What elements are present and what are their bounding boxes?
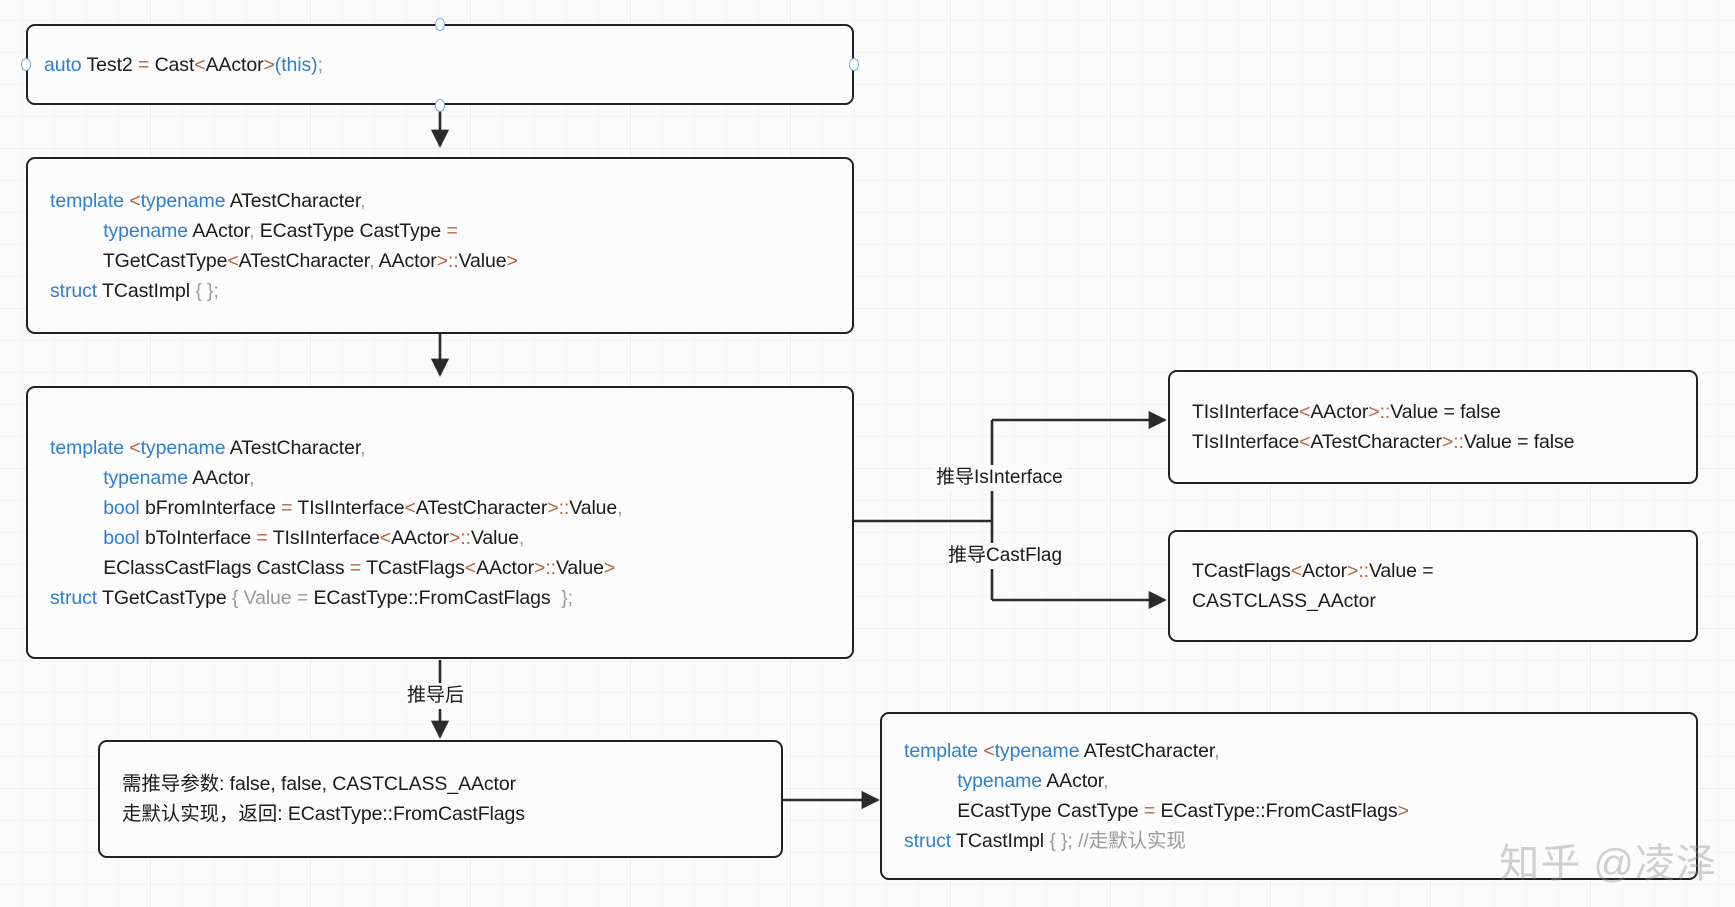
connection-handle-bottom[interactable] (435, 99, 445, 112)
connection-handle-left[interactable] (21, 58, 31, 71)
connection-handle-top[interactable] (435, 18, 445, 31)
code-line: template <typename ATestCharacter, (904, 740, 1220, 762)
code-line: 需推导参数: false, false, CASTCLASS_AActor (122, 773, 517, 795)
edge-label-isinterface: 推导IsInterface (932, 465, 1067, 491)
code-line: auto Test2 = Cast<AActor>(this); (44, 53, 323, 76)
code-line: 走默认实现，返回: ECastType::FromCastFlags (122, 803, 525, 825)
code-line: struct TCastImpl { }; //走默认实现 (904, 830, 1186, 852)
code-line: CASTCLASS_AActor (1192, 590, 1376, 612)
castflags-result-box[interactable]: TCastFlags<Actor>::Value = CASTCLASS_AAc… (1168, 530, 1698, 642)
code-line: TGetCastType<ATestCharacter, AActor>::Va… (102, 249, 518, 272)
code-line: template <typename ATestCharacter, (50, 189, 366, 212)
watermark: 知乎 @凌泽 (1499, 842, 1717, 886)
tcastimpl-declaration-box[interactable]: template <typename ATestCharacter, typen… (26, 157, 854, 334)
code-line: typename AActor, (103, 466, 255, 489)
code-line: bool bToInterface = TIsIInterface<AActor… (103, 526, 525, 549)
connection-handle-right[interactable] (849, 58, 859, 71)
code-line: template <typename ATestCharacter, (50, 436, 366, 459)
code-line: struct TGetCastType { Value = ECastType:… (50, 586, 573, 609)
code-line: TCastFlags<Actor>::Value = (1192, 560, 1434, 582)
code-line: typename AActor, (957, 770, 1109, 792)
code-line: typename AActor, ECastType CastType = (103, 219, 458, 242)
deduced-params-box[interactable]: 需推导参数: false, false, CASTCLASS_AActor 走默… (98, 740, 783, 858)
code-line: bool bFromInterface = TIsIInterface<ATes… (103, 496, 623, 519)
cast-call-box[interactable]: auto Test2 = Cast<AActor>(this); (26, 24, 854, 105)
code-line: TIsIInterface<AActor>::Value = false (1192, 401, 1501, 423)
final-tcastimpl-box[interactable]: template <typename ATestCharacter, typen… (880, 712, 1698, 880)
code-line: TIsIInterface<ATestCharacter>::Value = f… (1192, 431, 1575, 453)
code-line: ECastType CastType = ECastType::FromCast… (957, 800, 1409, 822)
code-line: struct TCastImpl { }; (50, 279, 219, 302)
tgetcasttype-declaration-box[interactable]: template <typename ATestCharacter, typen… (26, 386, 854, 659)
edge-label-castflag: 推导CastFlag (944, 543, 1067, 569)
edge-label-after: 推导后 (403, 683, 469, 709)
isinterface-result-box[interactable]: TIsIInterface<AActor>::Value = false TIs… (1168, 370, 1698, 484)
code-line: EClassCastFlags CastClass = TCastFlags<A… (103, 556, 616, 579)
